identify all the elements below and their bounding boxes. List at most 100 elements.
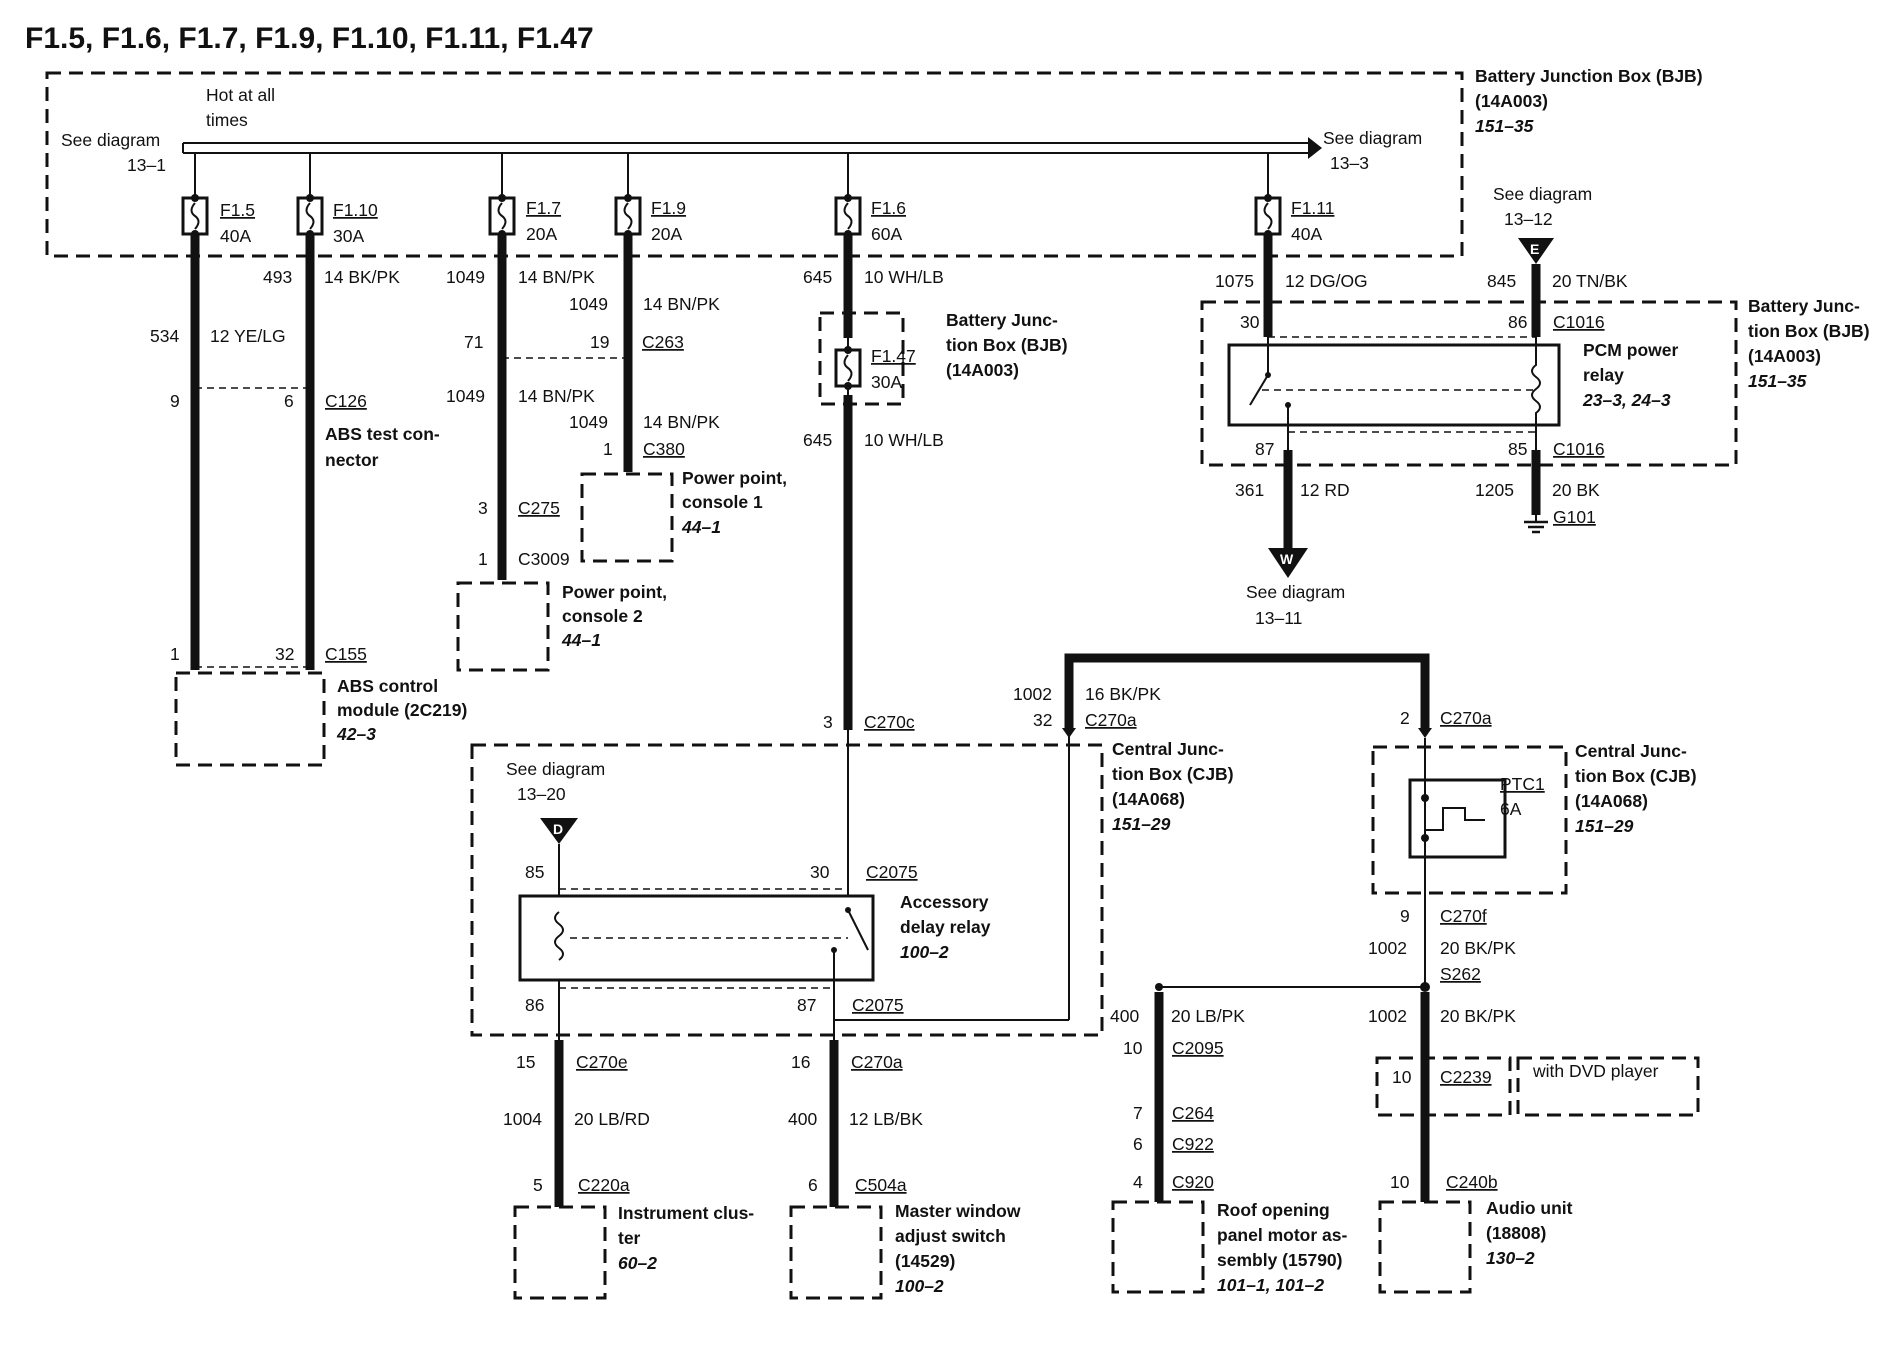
- power-point-1-box: [580, 472, 674, 563]
- power-point-2-box: [456, 581, 550, 672]
- wire-1049a-color: 14 BN/PK: [518, 267, 595, 287]
- ic-line2: ter: [618, 1228, 641, 1248]
- accessory-relay-wires: [554, 844, 849, 1207]
- abs-module-line1: ABS control: [337, 676, 438, 696]
- see-diagram-left-num: 13–1: [127, 155, 166, 175]
- pin-15: 15: [516, 1052, 535, 1072]
- conn-c270a-16: C270a: [851, 1052, 903, 1072]
- cjb1-ref: 151–29: [1112, 814, 1171, 834]
- conn-c263: C263: [642, 332, 684, 352]
- roof-line3: sembly (15790): [1217, 1250, 1343, 1270]
- bjb-main-ref: 151–35: [1475, 116, 1534, 136]
- conn-c126: C126: [325, 391, 367, 411]
- wire-361-num: 361: [1235, 480, 1264, 500]
- conn-c2239: C2239: [1440, 1067, 1492, 1087]
- conn-c240b: C240b: [1446, 1172, 1498, 1192]
- fuse-f110-icon: [296, 194, 324, 238]
- pcm-line2: relay: [1583, 365, 1624, 385]
- abs-test-line1: ABS test con-: [325, 424, 440, 444]
- fuse-drops: [194, 153, 1269, 198]
- conn-c270e: C270e: [576, 1052, 628, 1072]
- pin-2-c270a: 2: [1400, 708, 1410, 728]
- ptc1-amp: 6A: [1500, 799, 1522, 819]
- connector-d-letter: D: [553, 821, 563, 837]
- wire-400b-color: 12 LB/BK: [849, 1109, 923, 1129]
- diagram-title: F1.5, F1.6, F1.7, F1.9, F1.10, F1.11, F1…: [25, 22, 594, 55]
- fuse-f15-icon: [181, 194, 209, 238]
- wire-400a-color: 20 LB/PK: [1171, 1006, 1245, 1026]
- wire-493-color: 14 BK/PK: [324, 267, 400, 287]
- pin-10-c2095: 10: [1123, 1038, 1143, 1058]
- cjb2-ref: 151–29: [1575, 816, 1634, 836]
- hot-label-1: Hot at all: [206, 85, 275, 105]
- connector-e-letter: E: [1530, 241, 1539, 257]
- fuse-f111-icon: [1254, 194, 1282, 238]
- connector-w-icon: [1268, 548, 1308, 578]
- conn-c155: C155: [325, 644, 367, 664]
- pin-1-pp1: 1: [603, 439, 613, 459]
- wire-1049d-color: 14 BN/PK: [643, 412, 720, 432]
- instrument-cluster-box: [513, 1205, 607, 1300]
- conn-c380: C380: [643, 439, 685, 459]
- cjb2-line2: tion Box (CJB): [1575, 766, 1697, 786]
- pin-9-c270f: 9: [1400, 906, 1410, 926]
- pin-1-abs: 1: [170, 644, 180, 664]
- pin-32-abs: 32: [275, 644, 294, 664]
- fuse-f147-id: F1.47: [871, 346, 916, 366]
- acc-line2: delay relay: [900, 917, 991, 937]
- ground-g101: G101: [1553, 507, 1596, 527]
- fuse-f147-amp: 30A: [871, 372, 902, 392]
- fuse-f16-id: F1.6: [871, 198, 906, 218]
- wire-1002c-color: 20 BK/PK: [1440, 1006, 1516, 1026]
- cjb-2-box: [1371, 745, 1568, 895]
- conn-c504a: C504a: [855, 1175, 907, 1195]
- acc-ref: 100–2: [900, 942, 949, 962]
- splice-s262-wires: [1154, 905, 1430, 1202]
- bjb2-line3: (14A003): [946, 360, 1019, 380]
- wire-361-color: 12 RD: [1300, 480, 1350, 500]
- dvd-label: with DVD player: [1532, 1061, 1659, 1081]
- power-point-wires: [497, 234, 633, 580]
- fuse-f19-id: F1.9: [651, 198, 686, 218]
- accessory-relay-icon: [518, 894, 875, 982]
- fuse-f16-icon: [834, 194, 862, 238]
- wire-534-color: 12 YE/LG: [210, 326, 286, 346]
- wire-534-num: 534: [150, 326, 179, 346]
- roof-ref: 101–1, 101–2: [1217, 1275, 1324, 1295]
- fuse-f19-amp: 20A: [651, 224, 682, 244]
- pin-16: 16: [791, 1052, 810, 1072]
- wire-1002a-num: 1002: [1013, 684, 1052, 704]
- pp2-ref: 44–1: [561, 630, 601, 650]
- bjb3-line1: Battery Junc-: [1748, 296, 1860, 316]
- abs-wires: [190, 234, 315, 670]
- see-diagram-d: See diagram: [506, 759, 605, 779]
- power-bus: [182, 137, 1322, 159]
- mw-ref: 100–2: [895, 1276, 944, 1296]
- wire-1075-num: 1075: [1215, 271, 1254, 291]
- bjb-main-part: (14A003): [1475, 91, 1548, 111]
- see-diagram-w: See diagram: [1246, 582, 1345, 602]
- conn-c1016-top: C1016: [1553, 312, 1605, 332]
- wire-1049b-color: 14 BN/PK: [643, 294, 720, 314]
- pp2-line2: console 2: [562, 606, 643, 626]
- abs-test-line2: nector: [325, 450, 379, 470]
- wire-845-color: 20 TN/BK: [1552, 271, 1628, 291]
- pp1-ref: 44–1: [681, 517, 721, 537]
- wire-1205-color: 20 BK: [1552, 480, 1600, 500]
- pin-10-c2239: 10: [1392, 1067, 1412, 1087]
- mw-line3: (14529): [895, 1251, 955, 1271]
- see-diagram-left: See diagram: [61, 130, 160, 150]
- c2239-box: [1375, 1056, 1512, 1117]
- pp1-line2: console 1: [682, 492, 763, 512]
- wire-1004-color: 20 LB/RD: [574, 1109, 650, 1129]
- pin-6-c922: 6: [1133, 1134, 1143, 1154]
- wire-1002-loop: [834, 653, 1432, 1021]
- fuse-f17-icon: [488, 194, 516, 238]
- pin-4: 4: [1133, 1172, 1143, 1192]
- dvd-option-box: [1516, 1056, 1700, 1117]
- wire-1049c-num: 1049: [446, 386, 485, 406]
- abs-module-line2: module (2C219): [337, 700, 467, 720]
- mw-line2: adjust switch: [895, 1226, 1006, 1246]
- bjb-main-box: [45, 71, 1464, 258]
- pin-32-c270a: 32: [1033, 710, 1052, 730]
